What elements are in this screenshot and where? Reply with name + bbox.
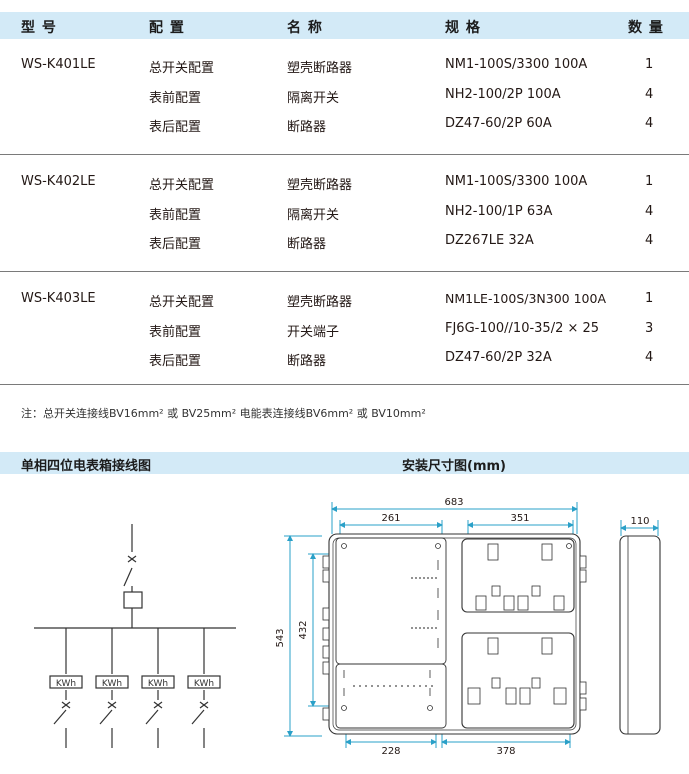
dim-total-width: 683 <box>444 497 463 508</box>
section-wiring-title: 单相四位电表箱接线图 <box>21 459 152 474</box>
row-qty: 4 <box>645 116 654 131</box>
row-spec: NM1LE-100S/3N300 100A <box>445 291 607 306</box>
header-config: 配 置 <box>149 20 185 36</box>
meter-label: KWh <box>56 679 76 689</box>
header-spec: 规 格 <box>445 20 481 36</box>
section-dims-title: 安装尺寸图(mm) <box>402 459 506 474</box>
dim-left-width: 261 <box>381 513 400 524</box>
group-model: WS-K401LE <box>21 57 96 72</box>
dim-bottom-right: 378 <box>496 746 515 757</box>
row-name: 塑壳断路器 <box>287 295 353 310</box>
row-name: 断路器 <box>287 237 327 252</box>
header-qty: 数 量 <box>628 20 664 36</box>
group-divider <box>0 384 689 385</box>
row-qty: 1 <box>645 174 654 189</box>
group-divider <box>0 154 689 155</box>
row-config: 表后配置 <box>149 120 202 135</box>
row-name: 塑壳断路器 <box>287 178 353 193</box>
dim-height: 543 <box>275 628 286 647</box>
row-qty: 4 <box>645 204 654 219</box>
row-name: 开关端子 <box>287 325 340 340</box>
row-spec: NM1-100S/3300 100A <box>445 174 588 189</box>
row-spec: DZ47-60/2P 60A <box>445 116 552 131</box>
dim-right-width: 351 <box>510 513 529 524</box>
section-bar: 单相四位电表箱接线图 安装尺寸图(mm) <box>0 452 689 474</box>
row-config: 表前配置 <box>149 91 202 106</box>
wiring-diagram: KWh KWh KWh KWh <box>34 524 236 748</box>
group-divider <box>0 271 689 272</box>
row-qty: 1 <box>645 57 654 72</box>
row-name: 隔离开关 <box>287 208 340 223</box>
row-spec: DZ267LE 32A <box>445 233 534 248</box>
row-config: 表后配置 <box>149 354 202 369</box>
row-name: 断路器 <box>287 120 327 135</box>
dimension-drawing: 683 261 351 110 228 378 543 432 <box>275 497 661 757</box>
wiring-note: 注：总开关连接线BV16mm² 或 BV25mm² 电能表连接线BV6mm² 或… <box>21 407 426 420</box>
row-qty: 4 <box>645 233 654 248</box>
row-name: 隔离开关 <box>287 91 340 106</box>
row-spec: NH2-100/2P 100A <box>445 87 561 102</box>
row-config: 表前配置 <box>149 325 202 340</box>
dim-inner-height: 432 <box>298 620 309 639</box>
group-model: WS-K403LE <box>21 291 96 306</box>
meter-label: KWh <box>194 679 214 689</box>
meter-label: KWh <box>102 679 122 689</box>
row-qty: 4 <box>645 350 654 365</box>
row-config: 表后配置 <box>149 237 202 252</box>
row-spec: FJ6G-100//10-35/2 × 25 <box>445 321 600 336</box>
row-qty: 1 <box>645 291 654 306</box>
row-config: 总开关配置 <box>149 61 215 76</box>
header-model: 型 号 <box>21 20 57 36</box>
header-name: 名 称 <box>287 20 323 36</box>
group-model: WS-K402LE <box>21 174 96 189</box>
table-header: 型 号 配 置 名 称 规 格 数 量 <box>0 12 689 39</box>
row-qty: 3 <box>645 321 654 336</box>
row-spec: NH2-100/1P 63A <box>445 204 553 219</box>
row-spec: DZ47-60/2P 32A <box>445 350 552 365</box>
row-name: 塑壳断路器 <box>287 61 353 76</box>
row-name: 断路器 <box>287 354 327 369</box>
row-spec: NM1-100S/3300 100A <box>445 57 588 72</box>
dim-bottom-left: 228 <box>381 746 400 757</box>
row-config: 总开关配置 <box>149 295 215 310</box>
row-qty: 4 <box>645 87 654 102</box>
row-config: 总开关配置 <box>149 178 215 193</box>
dim-depth: 110 <box>630 516 649 527</box>
row-config: 表前配置 <box>149 208 202 223</box>
meter-label: KWh <box>148 679 168 689</box>
